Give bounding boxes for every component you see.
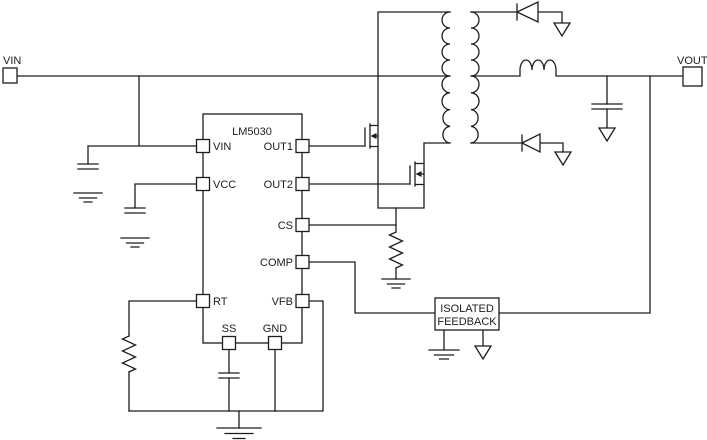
- input-capacitor: [77, 163, 99, 170]
- pin-gnd: [267, 335, 283, 351]
- isolated-ground-icon-feedback: [473, 345, 493, 361]
- earth-ground-cs-resistor: [381, 278, 411, 289]
- vin-terminal: VIN: [2, 55, 21, 84]
- ic-lm5030: LM5030 VIN VCC RT OUT1 OUT2 CS COMP VFB …: [195, 113, 310, 351]
- feedback-label-line2: FEEDBACK: [437, 316, 497, 328]
- pin-label-comp: COMP: [260, 257, 293, 269]
- pin-label-cs: CS: [278, 220, 293, 232]
- rectifier-diode-top: [515, 0, 539, 24]
- pin-label-out2: OUT2: [264, 179, 293, 191]
- mosfet-q2: [409, 161, 425, 187]
- wire-feedback-ground-stems: [443, 329, 484, 351]
- wire-vcc-branch: [134, 183, 198, 209]
- ss-capacitor: [218, 372, 240, 379]
- mosfet-q1: [364, 123, 379, 149]
- wire-vfb-to-ground-rail: [128, 300, 324, 412]
- pin-comp: [295, 254, 310, 270]
- pin-label-gnd: GND: [263, 323, 288, 335]
- pin-cs: [295, 217, 310, 233]
- wire-vin-pin-branch: [87, 75, 198, 165]
- isolated-feedback-block: ISOLATED FEEDBACK: [434, 297, 500, 331]
- pin-label-vcc: VCC: [213, 179, 236, 191]
- transformer-secondary-winding: [470, 11, 480, 144]
- vin-terminal-pad: [2, 67, 18, 84]
- pin-vfb: [295, 293, 310, 309]
- pin-rt: [195, 293, 211, 309]
- cs-sense-resistor: [387, 231, 405, 269]
- q2-body-arrow: [415, 171, 422, 177]
- pin-ss: [221, 335, 237, 351]
- pin-vin: [195, 138, 211, 154]
- pin-label-ss: SS: [222, 323, 237, 335]
- earth-ground-feedback: [428, 349, 460, 360]
- feedback-box: [434, 297, 500, 331]
- earth-ground-input-cap: [73, 192, 103, 203]
- wire-rt-branch: [128, 300, 198, 412]
- wire-vout-to-feedback: [498, 75, 651, 314]
- vout-terminal-label: VOUT: [677, 55, 707, 67]
- wire-output-rail: [470, 59, 684, 77]
- wire-primary-power-loop: [377, 11, 451, 209]
- pin-label-vin: VIN: [213, 141, 231, 153]
- earth-ground-main: [216, 427, 262, 440]
- pin-label-out1: OUT1: [264, 141, 293, 153]
- output-capacitor: [591, 103, 623, 110]
- wire-diode1-to-ground: [537, 11, 563, 24]
- isolated-ground-icon-diode2: [553, 151, 573, 167]
- pin-label-vfb: VFB: [272, 296, 293, 308]
- transformer: [441, 11, 480, 144]
- wire-comp-to-feedback: [308, 261, 436, 314]
- vout-terminal-pad: [682, 66, 703, 87]
- feedback-label-line1: ISOLATED: [440, 303, 494, 315]
- rectifier-diode-bottom: [520, 132, 541, 154]
- pin-label-rt: RT: [213, 296, 228, 308]
- wires: [16, 11, 684, 429]
- diode1-triangle: [515, 0, 539, 24]
- isolated-ground-icon-output-cap: [597, 127, 617, 143]
- pin-vcc: [195, 176, 211, 192]
- q1-body-arrow: [370, 133, 377, 139]
- wire-secondary-bottom: [470, 142, 564, 153]
- vout-terminal: VOUT: [677, 55, 707, 87]
- ic-body: [202, 113, 303, 344]
- isolated-ground-icon-diode1: [552, 22, 572, 38]
- rt-resistor: [120, 335, 138, 373]
- ic-part-number: LM5030: [232, 126, 272, 138]
- pin-out2: [295, 176, 310, 192]
- diode2-triangle: [520, 132, 541, 154]
- vcc-capacitor: [124, 207, 146, 214]
- vin-terminal-label: VIN: [3, 55, 21, 67]
- earth-ground-vcc-cap: [120, 237, 150, 248]
- transformer-primary-winding: [441, 11, 451, 144]
- pin-out1: [295, 138, 310, 154]
